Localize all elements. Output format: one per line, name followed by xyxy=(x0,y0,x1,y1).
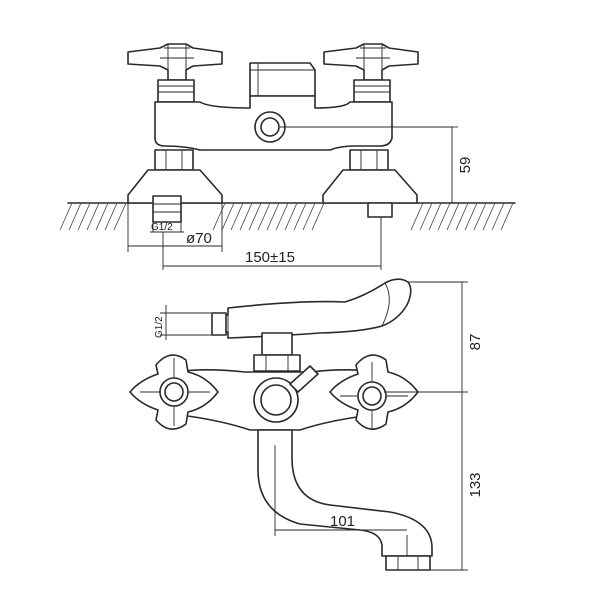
left-eccentric-nut xyxy=(127,149,223,223)
hatch-line xyxy=(419,202,433,231)
hatch-line xyxy=(113,202,127,231)
hatch-line xyxy=(95,202,109,231)
dimension-height-59: 59 xyxy=(280,126,474,204)
dimension-label-87: 87 xyxy=(467,334,484,351)
hatch-line xyxy=(428,202,442,231)
dimension-label-diameter: ø70 xyxy=(186,230,212,247)
hatch-line xyxy=(473,202,487,231)
dimension-spout-reach: 101 xyxy=(274,445,408,556)
hatch-line xyxy=(437,202,451,231)
hex-nut-center xyxy=(253,354,301,372)
dimension-heights: 87 133 xyxy=(384,281,484,571)
hatch-line xyxy=(491,202,505,231)
hatch-line xyxy=(311,202,325,231)
diverter-knob xyxy=(249,62,316,97)
shower-outlet xyxy=(211,278,412,339)
right-handle-plan xyxy=(329,354,419,430)
plan-view: G1/2 87 133 101 xyxy=(129,278,484,571)
hatch-line xyxy=(284,202,298,231)
hatch-line xyxy=(266,202,280,231)
hatch-line xyxy=(293,202,307,231)
dimension-diameter: ø70 xyxy=(127,203,223,252)
dimension-connection-side: G1/2 xyxy=(154,305,212,340)
left-cross-handle xyxy=(127,43,223,103)
hatch-line xyxy=(446,202,460,231)
front-elevation-view: 59 G1/2 ø70 150±15 xyxy=(59,43,516,270)
hatch-line xyxy=(500,202,514,231)
hatch-line xyxy=(239,202,253,231)
diverter-knob-plan xyxy=(253,365,319,423)
hatch-line xyxy=(275,202,289,231)
dimension-label-101: 101 xyxy=(330,513,355,530)
hatch-line xyxy=(455,202,469,231)
dimension-label-g12-side: G1/2 xyxy=(154,316,165,338)
dimension-center-distance: 150±15 xyxy=(162,217,382,270)
bath-spout xyxy=(257,429,433,571)
hatch-line xyxy=(464,202,478,231)
hatch-line xyxy=(302,202,316,231)
hatch-line xyxy=(230,202,244,231)
outlet-port xyxy=(254,111,286,143)
dimension-connection-top: G1/2 xyxy=(150,222,184,233)
hatch-line xyxy=(482,202,496,231)
dimension-label-133: 133 xyxy=(467,472,484,497)
right-eccentric-nut xyxy=(322,149,418,218)
shower-riser xyxy=(261,332,293,356)
dimension-label-59: 59 xyxy=(457,157,474,174)
dimension-label-center-distance: 150±15 xyxy=(245,249,295,266)
hatch-line xyxy=(410,202,424,231)
left-handle-plan xyxy=(129,354,219,430)
right-cross-handle xyxy=(323,43,419,103)
wall-surface xyxy=(59,202,516,231)
dimension-label-g12-top: G1/2 xyxy=(151,222,173,233)
hatch-line xyxy=(221,202,235,231)
hatch-line xyxy=(248,202,262,231)
hatch-line xyxy=(59,202,73,231)
hatch-line xyxy=(77,202,91,231)
hatch-line xyxy=(68,202,82,231)
hatch-line xyxy=(212,202,226,231)
hatch-line xyxy=(257,202,271,231)
hatch-line xyxy=(104,202,118,231)
hatch-line xyxy=(86,202,100,231)
